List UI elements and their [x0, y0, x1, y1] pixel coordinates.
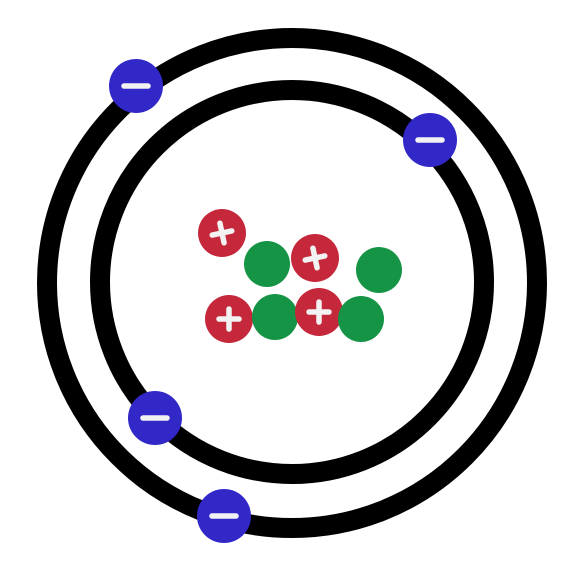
proton [198, 209, 246, 257]
electron [403, 113, 457, 167]
neutron [356, 247, 402, 293]
neutron [252, 294, 298, 340]
electron [128, 391, 182, 445]
inner-orbit [90, 80, 494, 484]
electrons [109, 59, 457, 543]
plus-icon [209, 220, 235, 246]
proton [205, 295, 253, 343]
proton [295, 288, 343, 336]
neutron [244, 241, 290, 287]
plus-icon [302, 245, 328, 271]
electron [109, 59, 163, 113]
electron [197, 489, 251, 543]
outer-orbit [37, 28, 547, 538]
proton [291, 234, 339, 282]
plus-icon [306, 299, 332, 325]
neutron [338, 296, 384, 342]
nucleus [198, 209, 402, 343]
plus-icon [216, 306, 242, 332]
orbits [37, 28, 547, 538]
